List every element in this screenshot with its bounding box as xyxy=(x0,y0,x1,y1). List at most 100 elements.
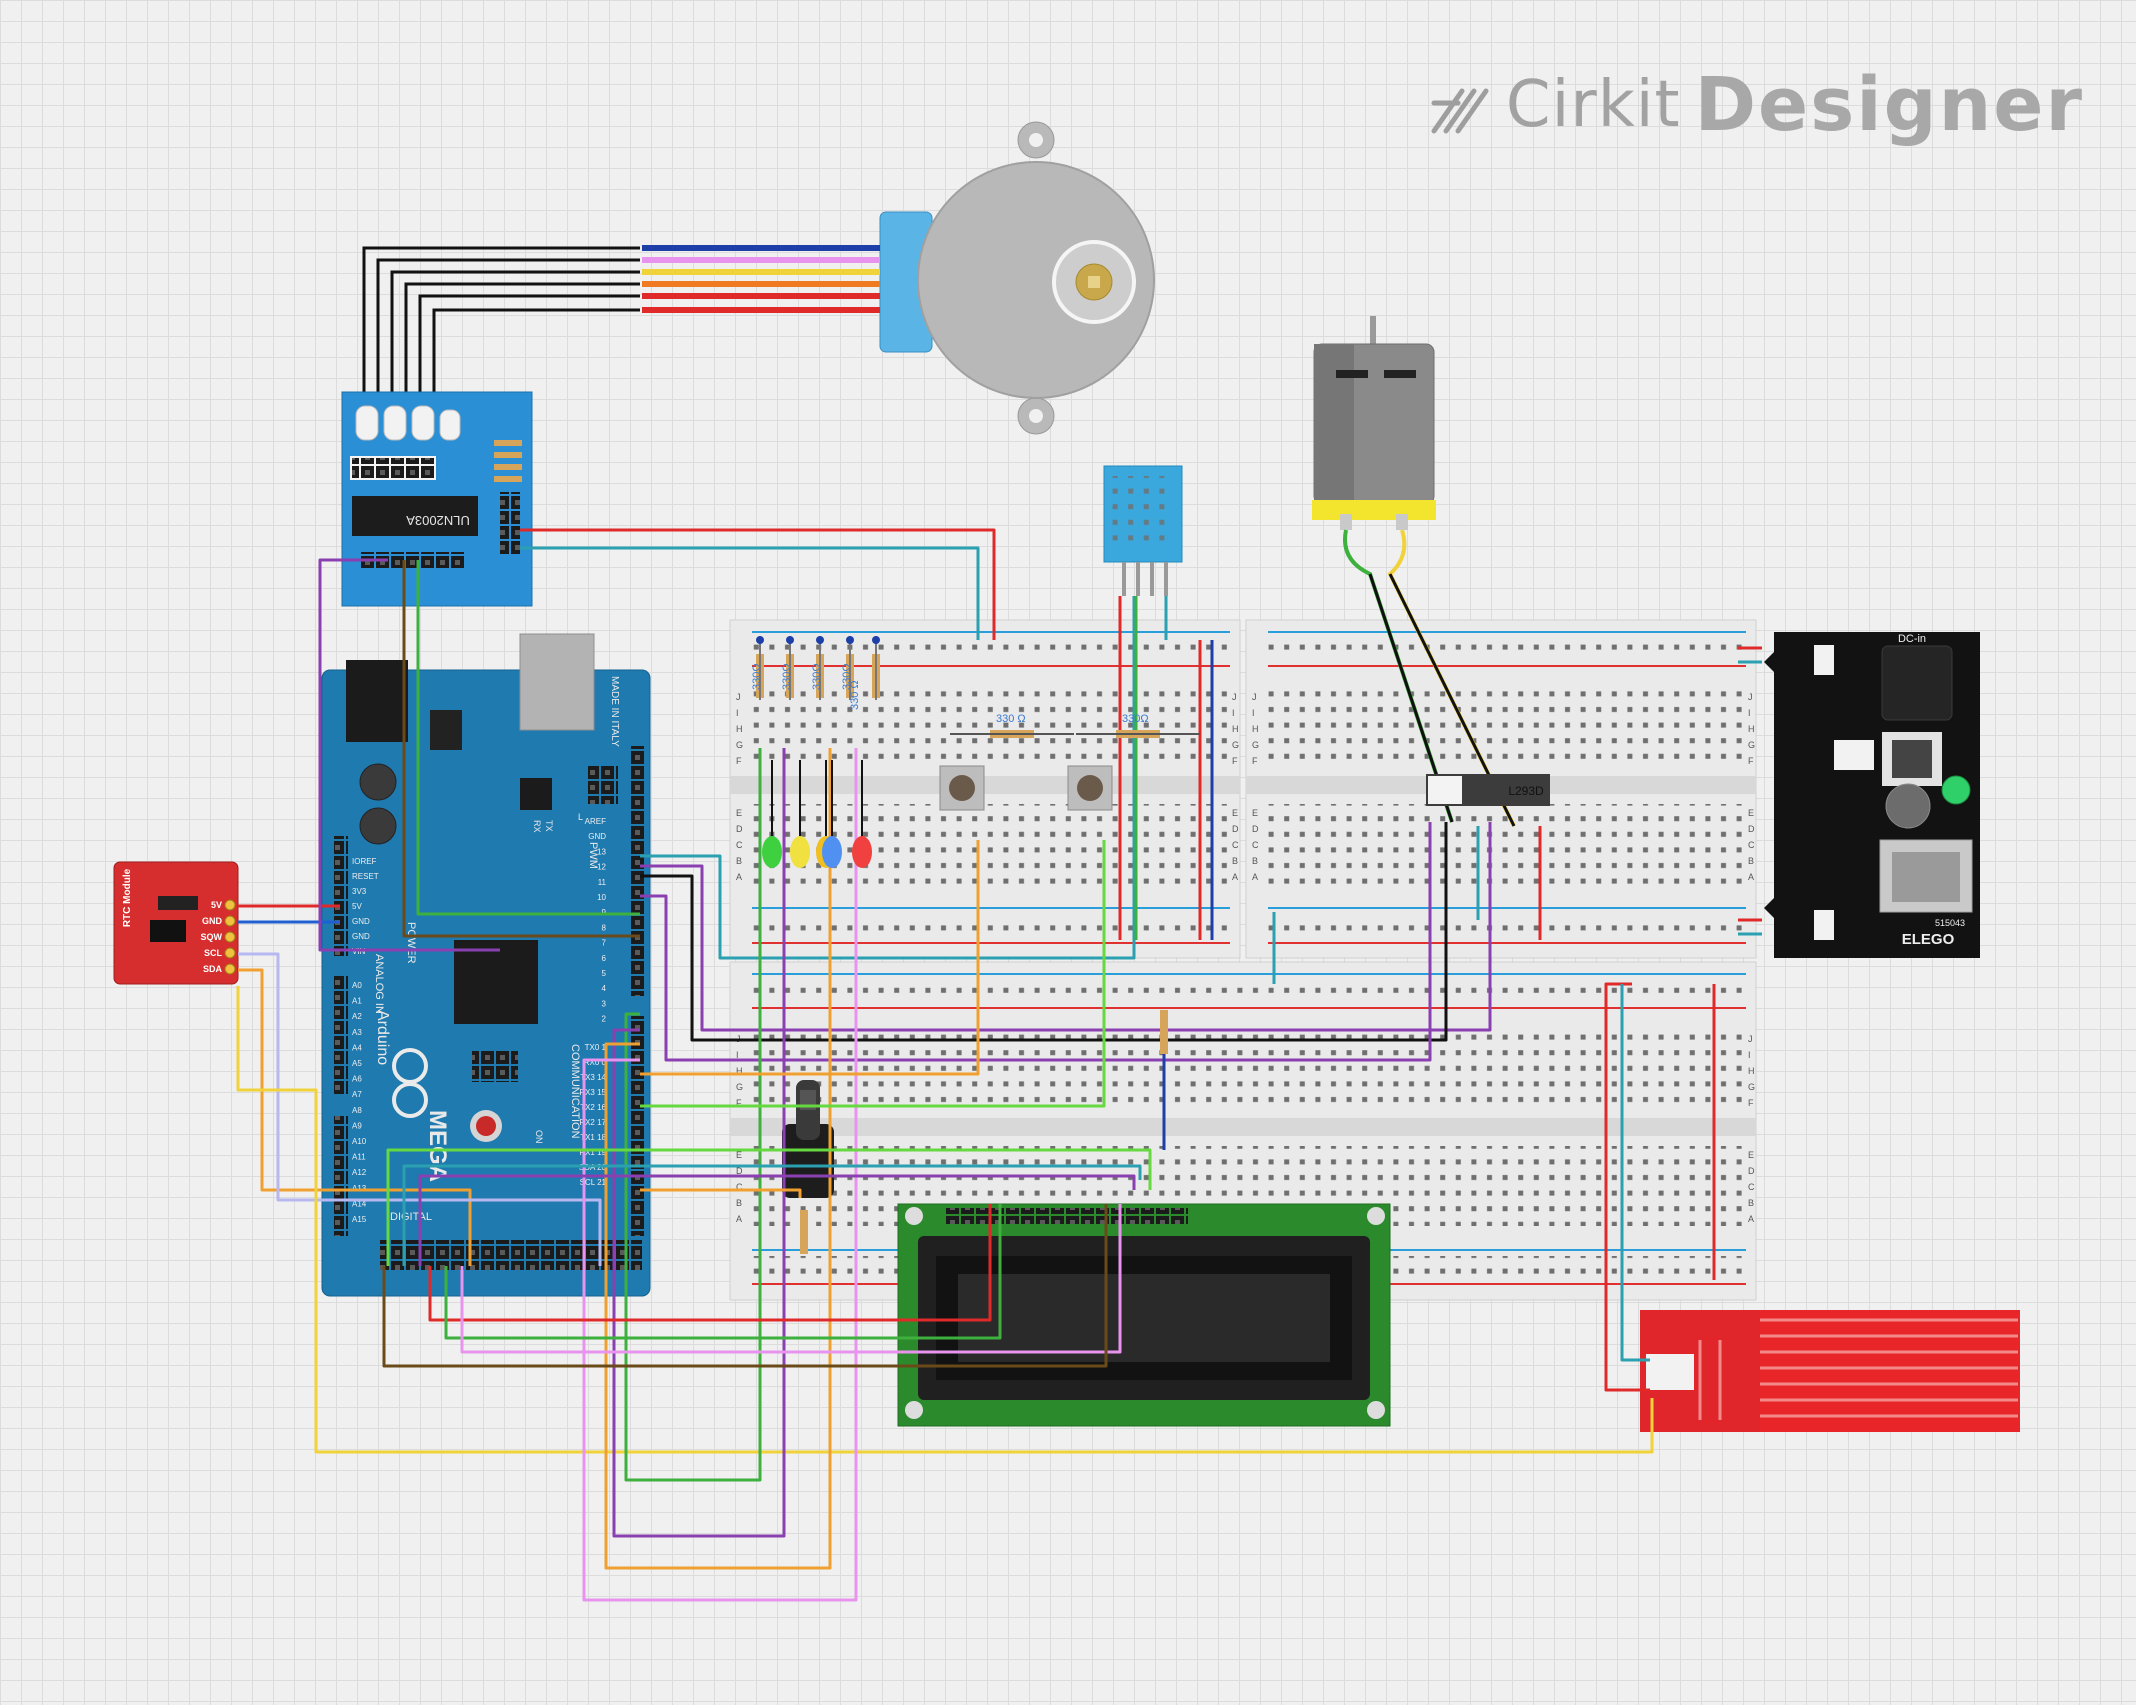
row-letter: F xyxy=(1252,756,1258,766)
analog-pin-label: A3 xyxy=(352,1028,362,1037)
row-letter: C xyxy=(1232,840,1239,850)
led[interactable] xyxy=(762,836,782,868)
driver-chip-label: ULN2003A xyxy=(406,513,470,528)
stepper-motor xyxy=(879,121,1155,435)
wire[interactable] xyxy=(520,528,996,640)
wire[interactable] xyxy=(236,986,1654,1454)
row-letter: I xyxy=(1748,708,1751,718)
wire[interactable] xyxy=(1604,982,1650,1392)
wire[interactable] xyxy=(582,748,858,1602)
comm-pin-label: TX2 16 xyxy=(580,1103,606,1112)
resistor-pin xyxy=(872,636,880,644)
arduino-labels: Arduino MEGA MADE IN ITALY POWER ANALOG … xyxy=(373,676,620,1223)
wire[interactable] xyxy=(640,822,1448,1042)
push-button-cap[interactable] xyxy=(1077,775,1103,801)
resistor[interactable] xyxy=(1160,1010,1168,1054)
row-letter: F xyxy=(736,756,742,766)
rtc-pin[interactable] xyxy=(224,947,236,959)
row-letter: G xyxy=(1748,1082,1755,1092)
analog-pin-label: A5 xyxy=(352,1059,362,1068)
rtc-pin-label: SDA xyxy=(203,964,223,974)
power-pin-label: GND xyxy=(352,932,370,941)
wire[interactable] xyxy=(238,968,472,1266)
rtc-pin[interactable] xyxy=(224,963,236,975)
analog-pin-label: A1 xyxy=(352,997,362,1006)
row-letter: G xyxy=(1252,740,1259,750)
row-letter: F xyxy=(1748,756,1754,766)
resistor-label: 330Ω xyxy=(751,663,763,690)
row-letter: A xyxy=(1748,1214,1754,1224)
driver-resistors xyxy=(494,440,522,482)
wire[interactable] xyxy=(640,822,1492,1032)
row-letter: B xyxy=(736,1198,742,1208)
potentiometer xyxy=(782,1080,834,1198)
resistor-pin xyxy=(786,636,794,644)
resistor-pin xyxy=(816,636,824,644)
arduino-comm-label: COMMUNICATION xyxy=(569,1044,581,1139)
row-letter: D xyxy=(1748,1166,1755,1176)
led[interactable] xyxy=(822,836,842,868)
row-letter: A xyxy=(1748,872,1754,882)
row-letter: I xyxy=(1748,1050,1751,1060)
wire[interactable] xyxy=(318,558,500,952)
push-button-cap[interactable] xyxy=(949,775,975,801)
wire[interactable] xyxy=(418,1174,1136,1266)
power-pin-label: 5V xyxy=(352,902,362,911)
row-letter: G xyxy=(736,740,743,750)
wire[interactable] xyxy=(640,596,1136,960)
wire[interactable] xyxy=(416,560,640,916)
resistor-label: 330Ω xyxy=(811,663,823,690)
wire[interactable] xyxy=(402,1164,1142,1266)
wire[interactable] xyxy=(428,1204,992,1322)
row-letter: C xyxy=(1252,840,1259,850)
analog-pin-label: A8 xyxy=(352,1106,362,1115)
wire[interactable] xyxy=(1620,984,1650,1362)
dht11-sensor xyxy=(1103,465,1183,596)
wire[interactable] xyxy=(612,748,786,1538)
row-letter: B xyxy=(1232,856,1238,866)
resistor[interactable] xyxy=(800,1210,808,1254)
wire[interactable] xyxy=(238,952,602,1266)
row-letter: C xyxy=(1748,1182,1755,1192)
wire[interactable] xyxy=(624,748,762,1482)
power-code-label: 515043 xyxy=(1935,918,1965,928)
wire[interactable] xyxy=(640,840,1106,1108)
analog-pin-label: A4 xyxy=(352,1043,362,1052)
row-letter: H xyxy=(1232,724,1239,734)
arduino-digital-label: DIGITAL xyxy=(390,1211,432,1223)
arduino-made-in-label: MADE IN ITALY xyxy=(609,676,620,747)
resistor-label: 330Ω xyxy=(1122,713,1149,725)
wire[interactable] xyxy=(402,560,640,938)
rtc-pin[interactable] xyxy=(224,931,236,943)
rtc-pin[interactable] xyxy=(224,915,236,927)
arduino-model-label: MEGA xyxy=(424,1110,451,1182)
analog-pin-label: A2 xyxy=(352,1012,362,1021)
led[interactable] xyxy=(852,836,872,868)
row-letter: J xyxy=(1748,692,1753,702)
wire[interactable] xyxy=(386,1148,1152,1266)
analog-pin-label: A12 xyxy=(352,1168,367,1177)
wire[interactable] xyxy=(640,1188,802,1198)
rtc-pin[interactable] xyxy=(224,899,236,911)
resistor-pin xyxy=(846,636,854,644)
digital-pin-label: GND xyxy=(588,832,606,841)
wire[interactable] xyxy=(444,1204,1002,1340)
digital-pin-label: 11 xyxy=(598,878,607,887)
wire[interactable] xyxy=(520,546,980,640)
wire[interactable] xyxy=(640,840,980,1076)
row-letter: C xyxy=(736,1182,743,1192)
cirkit-logo-icon xyxy=(1431,88,1489,134)
led[interactable] xyxy=(790,836,810,868)
l293d-label: L293D xyxy=(1508,784,1544,798)
wire[interactable] xyxy=(640,822,1432,1062)
arduino-analog-label: ANALOG IN xyxy=(373,954,385,1014)
row-letter: E xyxy=(1232,808,1238,818)
wire[interactable] xyxy=(460,1204,1122,1354)
wire[interactable] xyxy=(604,748,832,1570)
analog-pin-label: A6 xyxy=(352,1075,362,1084)
wire[interactable] xyxy=(382,1204,1108,1368)
